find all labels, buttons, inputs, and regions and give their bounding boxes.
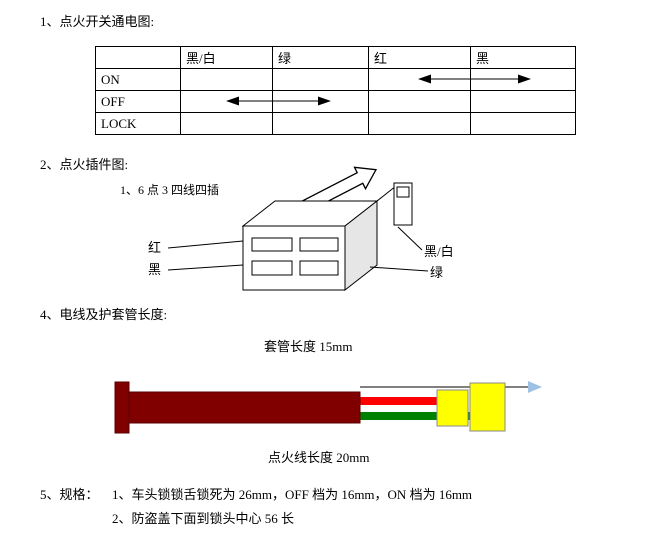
table-header-empty <box>95 46 181 69</box>
slot-bottom-right <box>299 260 339 276</box>
table-header-black: 黑 <box>470 46 576 69</box>
table-header-red: 红 <box>368 46 471 69</box>
sleeve-block-large <box>469 382 506 432</box>
table-row-lock: LOCK <box>95 112 576 135</box>
direction-arrowhead <box>528 381 542 393</box>
sheath-tube <box>128 391 361 424</box>
section1-heading: 1、点火开关通电图: <box>40 14 155 29</box>
spec-line-1: 1、车头锁锁舌锁死为 26mm，OFF 档为 16mm，ON 档为 16mm <box>112 487 473 502</box>
wire-length-label: 点火线长度 20mm <box>268 450 370 465</box>
table-cell <box>470 90 576 113</box>
table-cell <box>470 112 576 135</box>
leader-green <box>369 266 429 272</box>
table-cell <box>272 68 369 91</box>
table-header-green: 绿 <box>272 46 369 69</box>
row-label-off: OFF <box>95 90 181 113</box>
row-label-on: ON <box>95 68 181 91</box>
leader-black <box>167 264 244 271</box>
table-row-off: OFF <box>95 90 576 113</box>
power-table: 黑/白 绿 红 黑 ON OFF LOCK <box>95 46 577 136</box>
connector-label-green: 绿 <box>430 265 444 280</box>
leader-red <box>167 240 244 249</box>
slot-top-left <box>251 237 293 252</box>
sleeve-length-label: 套管长度 15mm <box>264 339 353 354</box>
table-header-black-white: 黑/白 <box>180 46 273 69</box>
off-connection-arrow <box>226 96 331 106</box>
table-row-on: ON <box>95 68 576 91</box>
slot-bottom-left <box>251 260 293 276</box>
red-wire-strip <box>360 397 437 405</box>
leader-black-white <box>397 226 423 251</box>
table-cell <box>180 112 273 135</box>
table-cell <box>180 68 273 91</box>
green-wire-strip <box>360 412 470 420</box>
wire-diagram <box>114 381 542 434</box>
slot-top-right <box>299 237 339 252</box>
connector-label-black-white: 黑/白 <box>424 244 454 259</box>
ignition-switch-table: 黑/白 绿 红 黑 ON OFF LOCK <box>95 46 576 135</box>
table-cell <box>272 112 369 135</box>
on-connection-arrow <box>418 74 531 84</box>
sheath-end-cap <box>114 381 130 434</box>
table-cell <box>368 90 471 113</box>
connector-diagram <box>167 166 429 292</box>
connector-label-black: 黑 <box>148 262 162 277</box>
spec-line-2: 2、防盗盖下面到锁头中心 56 长 <box>112 511 295 526</box>
row-label-lock: LOCK <box>95 112 181 135</box>
section2-note: 1、6 点 3 四线四插 <box>120 183 220 197</box>
section4-heading: 4、电线及护套管长度: <box>40 307 168 322</box>
sleeve-block-small <box>436 389 469 427</box>
section5-heading: 5、规格： <box>40 487 99 502</box>
section2-heading: 2、点火插件图: <box>40 157 129 172</box>
table-header-row: 黑/白 绿 红 黑 <box>95 46 576 69</box>
connector-label-red: 红 <box>148 240 162 255</box>
table-cell <box>368 112 471 135</box>
connector-front-face <box>242 225 346 291</box>
